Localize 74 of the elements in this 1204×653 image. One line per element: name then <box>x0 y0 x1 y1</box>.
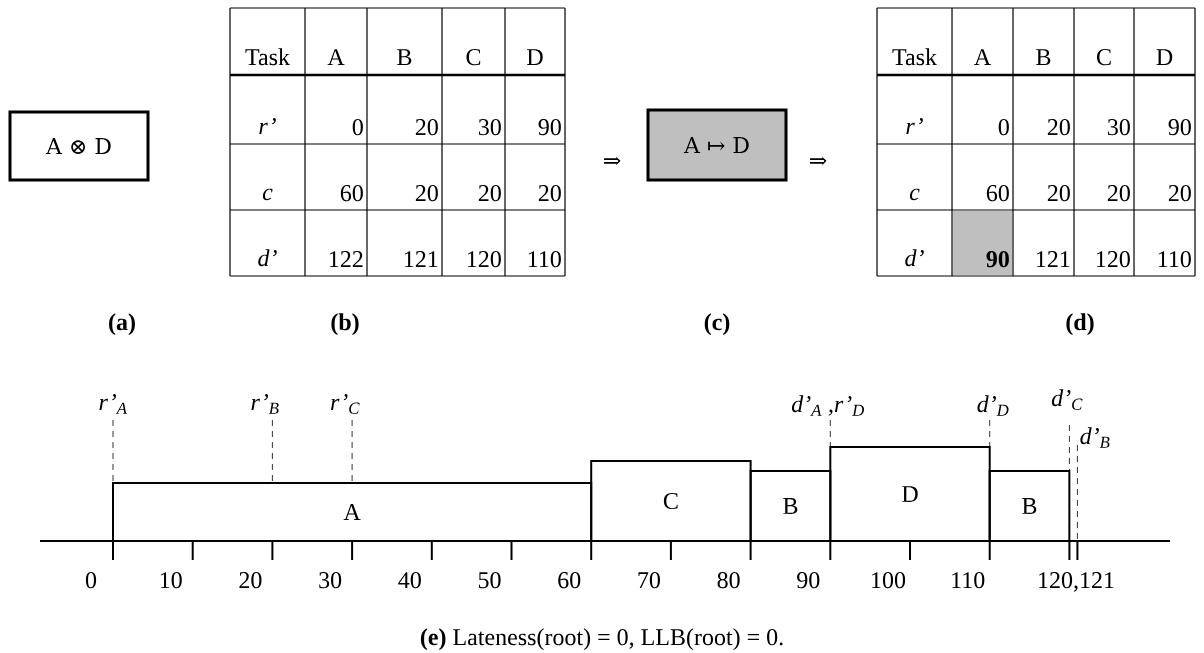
table-cell: 20 <box>1168 185 1191 202</box>
schedule-bar: C <box>590 460 752 542</box>
table-cell: 0 <box>998 119 1009 136</box>
time-marker-label: r’$_{B}$ <box>251 394 279 414</box>
operator-box: A ⊗ D <box>8 110 150 182</box>
schedule-bar: A <box>112 482 593 542</box>
table-cell: 90 <box>953 211 1012 275</box>
tick-label: 0 <box>85 572 97 589</box>
tick-label: 30 <box>319 572 342 589</box>
time-marker-label: d’$_{B}$ <box>1080 427 1110 448</box>
implication-arrow: ⇒ <box>604 156 621 166</box>
time-marker-label: d’$_{D}$ <box>977 395 1009 416</box>
table-cell: 30 <box>478 119 501 136</box>
tick-label: 110 <box>952 572 985 589</box>
table-cell: c <box>909 188 920 201</box>
panel-label: (d) <box>1066 313 1094 336</box>
table-cell: r’ <box>259 118 276 134</box>
table-cell: 20 <box>1107 185 1130 202</box>
table-cell: A <box>974 49 991 65</box>
table-cell: r’ <box>906 118 923 134</box>
time-marker-label: r’$_{C}$ <box>331 394 360 414</box>
table-cell: 120 <box>467 251 501 268</box>
tick-label: 100 <box>872 572 906 589</box>
caption: (e) Lateness(root) = 0, LLB(root) = 0. <box>420 628 783 651</box>
table-cell: 90 <box>1168 119 1191 136</box>
table-cell: 110 <box>528 251 561 268</box>
table-cell: Task <box>245 48 290 66</box>
table-cell: 20 <box>478 185 501 202</box>
schedule-bar: D <box>829 446 991 542</box>
table-cell: 120 <box>1096 251 1130 268</box>
table-cell: B <box>1036 49 1051 66</box>
table-cell: d’ <box>905 249 924 267</box>
tick-label: 70 <box>638 572 660 589</box>
table-cell: C <box>1097 49 1111 66</box>
tick-label: 10 <box>160 572 182 589</box>
table-cell: d’ <box>258 249 277 267</box>
table-cell: 60 <box>986 185 1009 202</box>
tick-label: 60 <box>558 572 581 589</box>
implication-arrow: ⇒ <box>810 156 827 166</box>
table-cell: 110 <box>1158 251 1191 268</box>
time-marker-label: d’$_{C}$ <box>1051 389 1083 410</box>
table-cell: 121 <box>404 251 438 267</box>
table-cell: Task <box>892 48 937 66</box>
time-marker-label: r’$_{A}$ <box>99 394 128 414</box>
schedule-bar: B <box>988 470 1071 542</box>
table-cell: D <box>1156 49 1173 66</box>
table-cell: 20 <box>415 119 438 136</box>
table-cell: 122 <box>329 251 363 267</box>
tick-label: 90 <box>797 572 820 589</box>
tick-label: 80 <box>717 572 740 589</box>
table-cell: A <box>327 49 345 65</box>
panel-label: (b) <box>331 313 359 336</box>
table-cell: 20 <box>415 185 438 202</box>
table-cell: 30 <box>1107 119 1130 136</box>
time-marker-label: d’$_{A}$ ,r’$_{D}$ <box>791 395 865 416</box>
table-cell: 20 <box>1047 185 1070 202</box>
table-cell: c <box>262 188 273 201</box>
table-cell: 20 <box>1047 119 1070 136</box>
table-cell: B <box>397 49 412 66</box>
tick-label: 50 <box>478 572 501 589</box>
tick-label: 40 <box>398 572 421 589</box>
schedule-bar: B <box>749 470 832 542</box>
panel-label: (a) <box>109 313 135 336</box>
table-cell: 60 <box>340 185 363 202</box>
table-cell: D <box>527 49 543 66</box>
table-cell: C <box>466 49 481 66</box>
table-cell: 121 <box>1036 251 1070 267</box>
operator-box: A ↦ D <box>646 108 788 182</box>
table-cell: 90 <box>538 119 561 136</box>
table-cell: 20 <box>538 185 561 202</box>
tick-label: 20 <box>239 572 262 589</box>
table-cell: 0 <box>352 119 363 136</box>
panel-label: (c) <box>704 313 730 336</box>
tick-label: 120,121 <box>1039 572 1114 592</box>
